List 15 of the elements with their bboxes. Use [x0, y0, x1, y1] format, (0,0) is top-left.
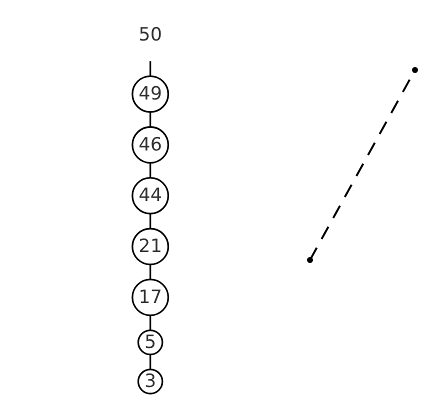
- connector: [149, 162, 151, 178]
- node-circle: 5: [137, 328, 163, 355]
- connector: [149, 60, 151, 76]
- node-circle: 21: [131, 227, 169, 265]
- connector: [149, 213, 151, 228]
- node-circle: 44: [131, 176, 169, 214]
- node-text: 50: [138, 24, 162, 45]
- node-circle: 3: [137, 368, 163, 394]
- connector: [149, 354, 151, 369]
- node-circle: 46: [131, 126, 169, 164]
- node-circle: 17: [131, 278, 169, 316]
- connector: [149, 264, 151, 279]
- connector: [149, 314, 151, 330]
- node-circle: 49: [131, 74, 169, 112]
- connector: [149, 112, 151, 126]
